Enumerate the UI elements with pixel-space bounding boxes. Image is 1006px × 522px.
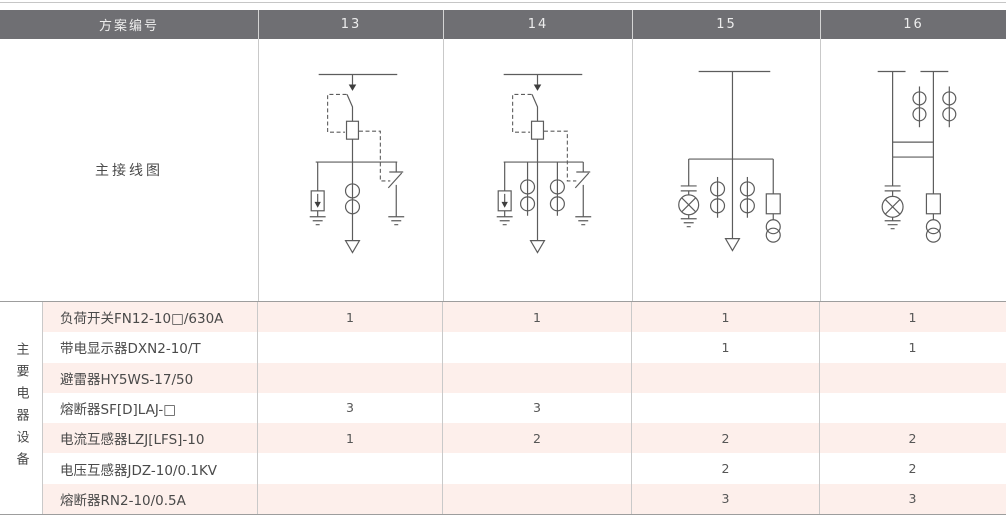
plug-connection-arrow-icon (533, 74, 542, 91)
current-transformer-symbol (549, 162, 565, 216)
diagram-cell-scheme-16 (820, 39, 1006, 301)
table-header-row: 方案编号 13 14 15 16 (0, 10, 1006, 39)
surge-arrester-symbol (309, 162, 326, 226)
incoming-line (892, 71, 934, 194)
scheme-number-header: 方案编号 (98, 19, 159, 34)
qty-scheme-14 (442, 362, 631, 393)
table-row: 带电显示器DXN2-10/T 1 1 (43, 332, 1006, 363)
equipment-name: 带电显示器DXN2-10/T (60, 341, 201, 358)
qty-scheme-16: 3 (819, 483, 1005, 514)
table-row: 熔断器SF[D]LAJ-□ 3 3 (43, 392, 1006, 424)
diagram-cell-scheme-14 (443, 39, 632, 301)
current-transformer-symbol (942, 86, 957, 128)
equipment-group-cell: 主要电器设备 (0, 302, 43, 514)
equipment-name: 熔断器SF[D]LAJ-□ (60, 401, 176, 418)
fuse-symbol (530, 120, 545, 163)
interlock-dashed-link (512, 93, 532, 133)
qty-scheme-15 (631, 362, 819, 393)
table-row: 负荷开关FN12-10□/630A 1 1 1 1 (43, 302, 1006, 333)
cable-terminal-symbol (724, 238, 741, 252)
qty-scheme-13: 1 (257, 423, 442, 454)
qty-scheme-13 (257, 453, 442, 484)
qty-scheme-15: 2 (631, 423, 819, 454)
qty-scheme-15 (631, 392, 819, 424)
qty-scheme-16: 1 (819, 302, 1005, 333)
fuse-symbol (925, 193, 941, 220)
table-row: 电压互感器JDZ-10/0.1KV 2 2 (43, 453, 1006, 484)
qty-scheme-13: 1 (257, 302, 442, 333)
fuse-symbol (345, 120, 360, 163)
plug-connection-arrow-icon (348, 74, 357, 91)
scheme-16-header: 16 (820, 10, 1006, 39)
earthing-switch-symbol (387, 162, 405, 226)
qty-scheme-13: 3 (257, 392, 442, 424)
scheme-15-header: 15 (632, 10, 820, 39)
main-wiring-diagram-label: 主接线图 (95, 163, 163, 179)
qty-scheme-15: 1 (631, 302, 819, 333)
voltage-transformer-symbol (765, 219, 781, 243)
qty-scheme-16: 1 (819, 332, 1005, 363)
voltage-indicator-lamp-symbol (678, 159, 700, 228)
diagram-cell-scheme-13 (258, 39, 443, 301)
current-transformer-symbol (344, 162, 361, 241)
single-line-diagram-scheme-13 (309, 73, 405, 254)
interlock-dashed-link (358, 130, 391, 182)
equipment-name: 电压互感器JDZ-10/0.1KV (60, 462, 218, 479)
equipment-rows: 负荷开关FN12-10□/630A 1 1 1 1 带电显示器DXN2-10/T… (43, 302, 1006, 514)
scheme-13-header: 13 (258, 10, 443, 39)
qty-scheme-13 (257, 483, 442, 514)
current-transformer-symbol (912, 86, 927, 128)
qty-scheme-16: 2 (819, 453, 1005, 484)
voltage-transformer-symbol (925, 219, 941, 243)
current-transformer-symbol (519, 162, 536, 216)
diagram-cell-scheme-15 (632, 39, 820, 301)
qty-scheme-14 (442, 332, 631, 363)
earthing-switch-symbol (574, 162, 592, 226)
load-switch-blade-symbol (346, 94, 354, 122)
cable-terminal-symbol (529, 240, 546, 254)
qty-scheme-14 (442, 483, 631, 514)
cable-terminal-symbol (344, 240, 361, 254)
equipment-name: 避雷器HY5WS-17/50 (60, 371, 194, 388)
equipment-group-label: 主要电器设备 (13, 342, 29, 474)
qty-scheme-16: 2 (819, 423, 1005, 454)
table-row: 电流互感器LZJ[LFS]-10 1 2 2 2 (43, 423, 1006, 454)
qty-scheme-13 (257, 362, 442, 393)
equipment-name: 熔断器RN2-10/0.5A (60, 492, 186, 509)
qty-scheme-16 (819, 392, 1005, 424)
qty-scheme-15: 3 (631, 483, 819, 514)
qty-scheme-14: 1 (442, 302, 631, 333)
table-top-border (0, 2, 1006, 3)
interlock-dashed-link (327, 93, 347, 133)
table-row: 避雷器HY5WS-17/50 (43, 362, 1006, 393)
surge-arrester-symbol (496, 162, 513, 226)
voltage-indicator-lamp-symbol (881, 157, 904, 230)
interlock-dashed-link (543, 130, 577, 182)
main-wiring-diagram-row: 主接线图 (0, 39, 1006, 301)
scheme-14-header: 14 (443, 10, 632, 39)
current-transformer-symbol (739, 176, 755, 218)
fuse-symbol (765, 159, 781, 220)
single-line-diagram-scheme-14 (496, 73, 592, 254)
qty-scheme-14 (442, 453, 631, 484)
qty-scheme-15: 2 (631, 453, 819, 484)
single-line-diagram-scheme-15 (678, 70, 781, 252)
qty-scheme-15: 1 (631, 332, 819, 363)
current-transformer-symbol (709, 176, 726, 218)
equipment-section: 主要电器设备 负荷开关FN12-10□/630A 1 1 1 1 带电显示器DX… (0, 301, 1006, 515)
qty-scheme-14: 3 (442, 392, 631, 424)
qty-scheme-13 (257, 332, 442, 363)
equipment-name: 电流互感器LZJ[LFS]-10 (60, 432, 205, 449)
table-row: 熔断器RN2-10/0.5A 3 3 (43, 483, 1006, 514)
single-line-diagram-scheme-16 (877, 70, 957, 243)
equipment-name: 负荷开关FN12-10□/630A (60, 311, 224, 328)
load-switch-blade-symbol (531, 94, 539, 122)
branch-bus (892, 141, 934, 158)
qty-scheme-16 (819, 362, 1005, 393)
qty-scheme-14: 2 (442, 423, 631, 454)
